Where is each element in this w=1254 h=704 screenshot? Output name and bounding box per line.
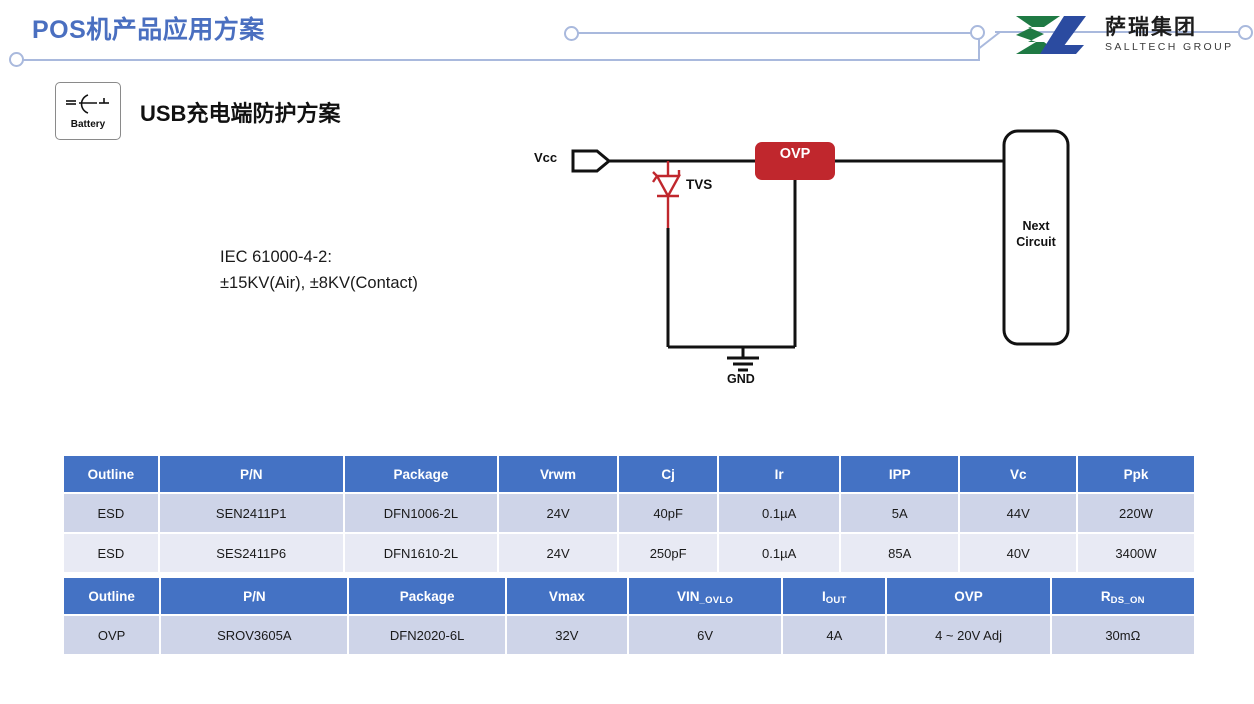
next-circuit-line-1: Next — [1022, 219, 1050, 233]
table-header-row: Outline P/N Package Vmax VIN_OVLO IOUT O… — [64, 578, 1194, 614]
section-heading: USB充电端防护方案 — [140, 101, 341, 126]
col-iout: IOUT — [783, 578, 886, 614]
gnd-label: GND — [727, 372, 755, 386]
tvs-label: TVS — [686, 177, 713, 192]
col-package: Package — [349, 578, 505, 614]
cell: 30mΩ — [1051, 616, 1194, 654]
decor-circle-upper-right — [1238, 25, 1253, 40]
decor-circle-upper-left — [970, 25, 985, 40]
battery-icon — [66, 94, 109, 114]
col-pn: P/N — [161, 578, 348, 614]
next-circuit-label: Next Circuit — [1008, 218, 1064, 251]
tvs-diode-icon — [654, 174, 682, 199]
decor-line-lower — [22, 59, 980, 61]
battery-label: Battery — [70, 119, 106, 130]
decor-circle-mid — [564, 26, 579, 41]
cell: 0.1µA — [719, 534, 840, 572]
col-vrwm: Vrwm — [499, 456, 617, 492]
cell: SES2411P6 — [159, 534, 343, 572]
ovp-spec-table: Outline P/N Package Vmax VIN_OVLO IOUT O… — [62, 576, 1196, 656]
esd-spec-table: Outline P/N Package Vrwm Cj Ir IPP Vc Pp… — [62, 454, 1196, 574]
next-circuit-line-2: Circuit — [1016, 235, 1056, 250]
col-outline: Outline — [64, 578, 160, 614]
cell: 220W — [1077, 494, 1194, 532]
decor-circle-lower — [9, 52, 24, 67]
cell: 4A — [783, 616, 886, 654]
table-row: ESD SES2411P6 DFN1610-2L 24V 250pF 0.1µA… — [64, 534, 1194, 572]
cell: 6V — [628, 616, 782, 654]
cell: 44V — [960, 494, 1076, 532]
cell: DFN1610-2L — [344, 534, 498, 572]
cell: 85A — [841, 534, 959, 572]
col-vin-ovlo: VIN_OVLO — [628, 578, 782, 614]
cell: DFN1006-2L — [344, 494, 498, 532]
col-ppk: Ppk — [1077, 456, 1194, 492]
ovp-block — [755, 142, 835, 180]
circuit-diagram — [571, 129, 1070, 372]
ovp-label: OVP — [779, 146, 811, 162]
col-cj: Cj — [618, 456, 718, 492]
decor-line-mid — [568, 32, 978, 34]
cell: DFN2020-6L — [349, 616, 505, 654]
cell: 5A — [841, 494, 959, 532]
spec-note-line-2: ±15KV(Air), ±8KV(Contact) — [220, 273, 418, 292]
salltech-logo-mark — [1016, 16, 1086, 54]
tvs-cathode-icon — [652, 170, 681, 183]
cell: 40V — [960, 534, 1076, 572]
cell: 0.1µA — [719, 494, 840, 532]
next-circuit-block — [1002, 129, 1070, 346]
cell: OVP — [64, 616, 160, 654]
cell: 3400W — [1077, 534, 1194, 572]
cell: 4 ~ 20V Adj — [887, 616, 1050, 654]
col-ovp: OVP — [887, 578, 1050, 614]
col-outline: Outline — [64, 456, 158, 492]
cell: 24V — [499, 534, 617, 572]
cell: SEN2411P1 — [159, 494, 343, 532]
logo-name-en: SALLTECH GROUP — [1105, 41, 1234, 54]
cell: SROV3605A — [161, 616, 348, 654]
logo-name-cn: 萨瑞集团 — [1105, 16, 1197, 40]
table-header-row: Outline P/N Package Vrwm Cj Ir IPP Vc Pp… — [64, 456, 1194, 492]
col-rds-on: RDS_ON — [1051, 578, 1194, 614]
decor-line-upper — [995, 31, 1245, 33]
spec-note: IEC 61000-4-2: ±15KV(Air), ±8KV(Contact) — [220, 245, 418, 296]
col-pn: P/N — [159, 456, 343, 492]
cell: 250pF — [618, 534, 718, 572]
cell: ESD — [64, 494, 158, 532]
col-package: Package — [344, 456, 498, 492]
cell: 24V — [499, 494, 617, 532]
vcc-connector-icon — [571, 149, 612, 173]
col-vmax: Vmax — [506, 578, 627, 614]
col-vc: Vc — [960, 456, 1076, 492]
cell: 32V — [506, 616, 627, 654]
company-logo: 萨瑞集团 SALLTECH GROUP — [1014, 14, 1234, 56]
col-ipp: IPP — [841, 456, 959, 492]
col-ir: Ir — [719, 456, 840, 492]
spec-note-line-1: IEC 61000-4-2: — [220, 248, 332, 266]
cell: 40pF — [618, 494, 718, 532]
battery-badge: Battery — [55, 82, 121, 140]
table-row: OVP SROV3605A DFN2020-6L 32V 6V 4A 4 ~ 2… — [64, 616, 1194, 654]
table-row: ESD SEN2411P1 DFN1006-2L 24V 40pF 0.1µA … — [64, 494, 1194, 532]
vcc-label: Vcc — [534, 150, 558, 165]
logo-text: 萨瑞集团 SALLTECH GROUP — [1105, 17, 1234, 53]
page-title: POS机产品应用方案 — [32, 16, 265, 44]
cell: ESD — [64, 534, 158, 572]
